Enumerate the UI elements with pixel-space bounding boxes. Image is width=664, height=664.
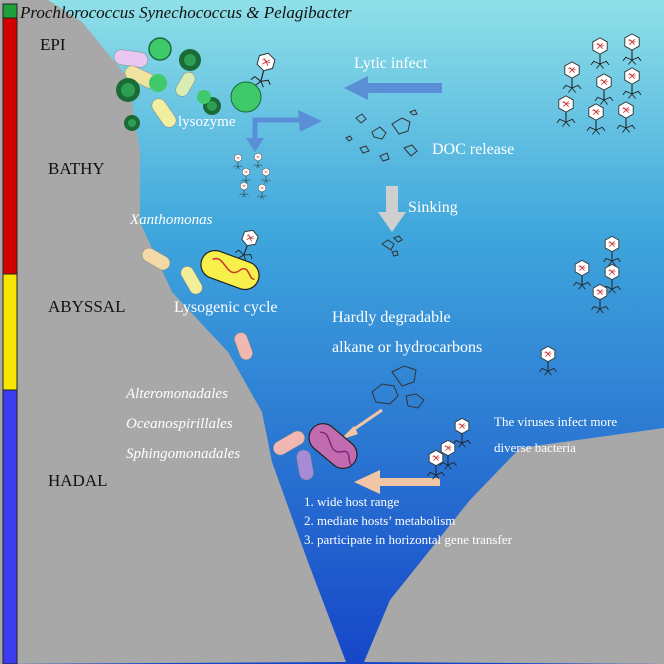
hardly-degradable-label: Hardly degradable: [332, 309, 451, 326]
feature-gene-transfer: 3. participate in horizontal gene transf…: [304, 532, 513, 547]
zone-label-bathy: BATHY: [48, 159, 105, 178]
sinking-label: Sinking: [408, 199, 458, 216]
order-oceanospirillales: Oceanospirillales: [126, 416, 233, 432]
depth-bar-epi-bathy: [2, 17, 18, 275]
zone-label-epi: EPI: [40, 35, 66, 54]
zone-label-abyssal: ABYSSAL: [48, 297, 125, 316]
viruses-infect-label: The viruses infect more: [494, 414, 617, 429]
depth-bar-top: [2, 3, 18, 19]
diverse-bacteria-label: diverse bacteria: [494, 440, 576, 455]
right-seafloor-slope: [364, 428, 664, 664]
depth-bar-abyssal: [2, 273, 18, 391]
zone-label-hadal: HADAL: [48, 471, 108, 490]
feature-metabolism: 2. mediate hosts’ metabolism: [304, 513, 455, 528]
lytic-infect-label: Lytic infect: [354, 55, 428, 72]
lysogenic-cycle-label: Lysogenic cycle: [174, 299, 278, 316]
degradation-arrow: [340, 408, 383, 440]
order-sphingomonadales: Sphingomonadales: [126, 446, 240, 462]
lytic-arrow: [344, 76, 442, 100]
doc-release-label: DOC release: [432, 141, 514, 158]
sinking-arrow: [378, 186, 406, 232]
lysozyme-arrows: [246, 110, 322, 152]
depth-bar-hadal: [2, 389, 18, 664]
lysozyme-label: lysozyme: [178, 114, 236, 130]
surface-bacteria: [113, 37, 262, 131]
order-alteromonadales: Alteromonadales: [125, 386, 228, 402]
xanthomonas-label: Xanthomonas: [129, 212, 213, 228]
feature-wide-host-range: 1. wide host range: [304, 494, 400, 509]
infection-arrow: [354, 470, 440, 494]
left-seafloor-slope: [0, 0, 346, 664]
hydrocarbons-label: alkane or hydrocarbons: [332, 339, 482, 356]
taxa-header: Prochlorococcus Synechococcus & Pelagiba…: [19, 3, 352, 22]
debris-icon: [345, 109, 425, 409]
bacterium-icon: [141, 247, 358, 481]
